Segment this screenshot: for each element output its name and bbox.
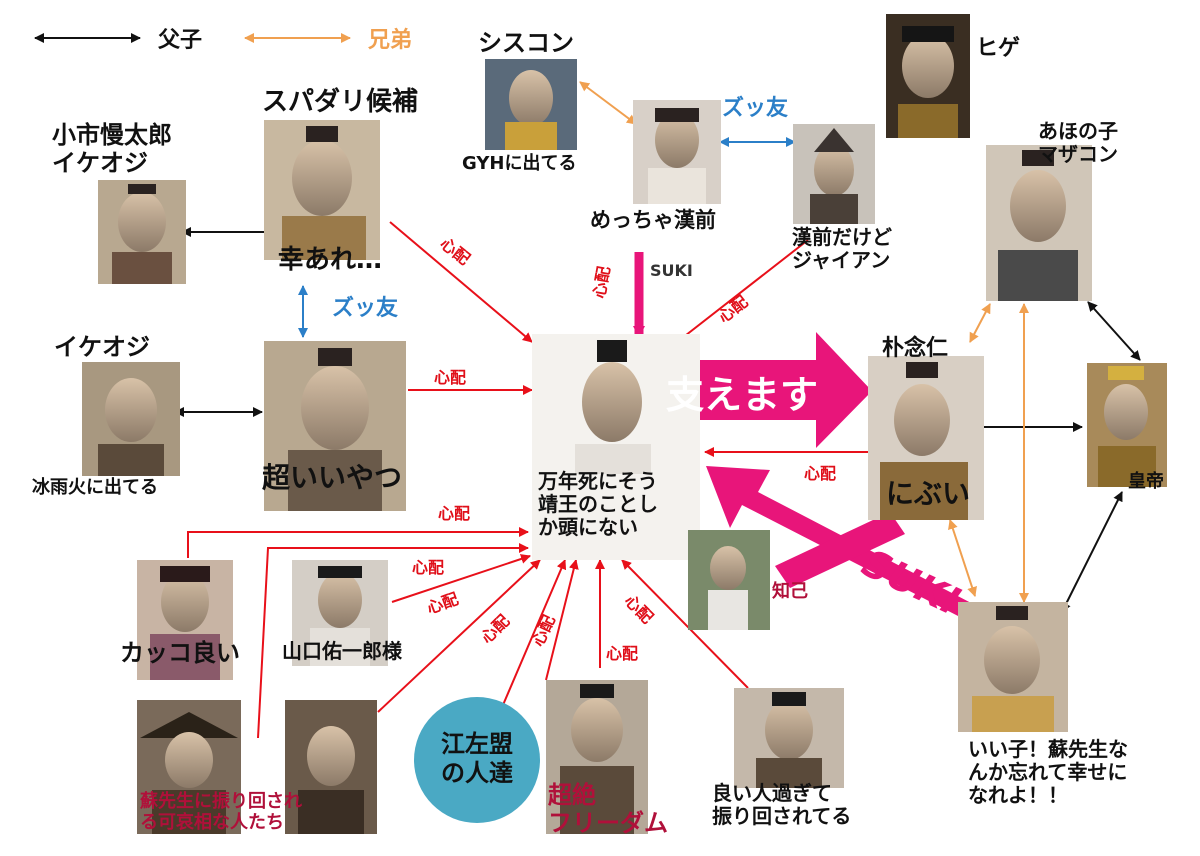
label-girl-general: 漢前だけど ジャイアン xyxy=(792,225,892,272)
group-circle-label: 江左盟 の人達 xyxy=(441,730,513,787)
label-kid: 知己 xyxy=(772,581,808,602)
portrait-ikeoji2 xyxy=(82,362,180,476)
label-goodson: いい子！蘇先生な んか忘れて幸せに なれよ！！ xyxy=(968,737,1128,807)
label-toogood: 良い人過ぎて 振り回されてる xyxy=(712,781,852,828)
label-supadari: スパダリ候補 xyxy=(262,87,419,117)
portrait-girl-general xyxy=(793,124,875,224)
label-heroine: めっちゃ漢前 xyxy=(590,208,716,232)
br-siscon-heroine xyxy=(579,81,637,125)
label-emperor: 皇帝 xyxy=(1128,471,1164,492)
worry-arrow-hatman xyxy=(257,543,529,739)
br-prince-goodson xyxy=(948,519,977,597)
friend-label-supadari: ズッ友 xyxy=(332,296,399,321)
label-ikeoji2: イケオジ xyxy=(54,333,150,361)
portrait-freedom xyxy=(546,680,648,834)
worry-label-goodguy: 心配 xyxy=(434,368,467,387)
fs-emperor-goodson xyxy=(1061,491,1123,613)
portrait-prince xyxy=(868,356,984,520)
portrait-toogood xyxy=(734,688,844,788)
worry-label-hatman: 心配 xyxy=(412,558,445,577)
label-prince: 朴念仁 xyxy=(882,336,949,361)
portrait-siscon xyxy=(485,59,577,150)
fs-ahonoko-emperor xyxy=(1087,301,1141,361)
friend-arrows xyxy=(298,137,796,338)
portrait-goodguy xyxy=(264,341,406,511)
worry-arrow-girl-general xyxy=(671,239,809,347)
label-ikeoji2-note: 冰雨火に出てる xyxy=(32,477,158,498)
portrait-kid xyxy=(688,530,770,630)
label-siscon: シスコン xyxy=(478,29,574,57)
portraits xyxy=(82,14,1167,834)
legend-father-son-label: 父子 xyxy=(158,28,203,53)
portrait-hige xyxy=(886,14,970,138)
support-label: 支えます xyxy=(666,373,819,417)
portrait-coolgirl xyxy=(137,560,233,680)
label-protagonist: 万年死にそう 靖王のことし か頭にない xyxy=(538,469,658,539)
brother-arrows xyxy=(579,81,1029,603)
label-yamaguchi: 山口佑一郎様 xyxy=(282,639,402,663)
label-freedom: 超絶 フリーダム xyxy=(548,781,668,837)
portrait-supadari xyxy=(264,120,380,260)
br-prince-ahonoko xyxy=(969,303,991,343)
worry-label-middle: 心配 xyxy=(606,644,639,663)
worry-label-coolgirl: 心配 xyxy=(438,504,471,523)
label-goodguy: 超いいやつ xyxy=(262,461,403,494)
worry-label-prince: 心配 xyxy=(804,464,837,483)
label-prince-note: にぶい xyxy=(886,477,971,510)
portrait-heroine xyxy=(633,100,721,204)
label-koichi: 小市慢太郎 イケオジ xyxy=(52,121,172,177)
worry-arrow-bearded xyxy=(377,559,541,713)
label-pitiful: 蘇先生に振り回され る可哀相な人たち xyxy=(140,791,302,833)
portrait-ahonoko xyxy=(986,145,1092,301)
portrait-protagonist xyxy=(532,334,700,560)
portrait-goodson xyxy=(958,602,1068,732)
portrait-hatman xyxy=(137,700,241,834)
portrait-koichi xyxy=(98,180,186,284)
worry-arrow-yamaguchi xyxy=(391,554,531,603)
support-arrow xyxy=(654,332,872,448)
suki-cross-bar xyxy=(775,512,905,588)
group-circle xyxy=(414,697,540,823)
friend-label-heroine: ズッ友 xyxy=(722,96,789,121)
worry-arrow-coolgirl xyxy=(187,527,529,558)
legend-brothers-label: 兄弟 xyxy=(368,28,413,53)
worry-arrow-circle xyxy=(499,559,567,713)
suki-small-label: SUKI xyxy=(650,261,693,280)
worry-arrows xyxy=(187,221,870,739)
portrait-bearded xyxy=(285,700,377,834)
worry-arrow-toogood xyxy=(621,559,749,689)
portrait-yamaguchi xyxy=(292,560,388,666)
label-supadari-note: 幸あれ… xyxy=(278,245,383,275)
worry-arrow-supadari xyxy=(389,221,533,343)
portrait-emperor xyxy=(1087,363,1167,487)
label-siscon-note: GYHに出てる xyxy=(462,153,577,174)
label-ahonoko: あほの子 マザコン xyxy=(1038,119,1118,166)
label-hige: ヒゲ xyxy=(976,36,1021,61)
worry-arrow-freedom xyxy=(545,559,579,681)
label-coolgirl: カッコ良い xyxy=(120,639,240,667)
